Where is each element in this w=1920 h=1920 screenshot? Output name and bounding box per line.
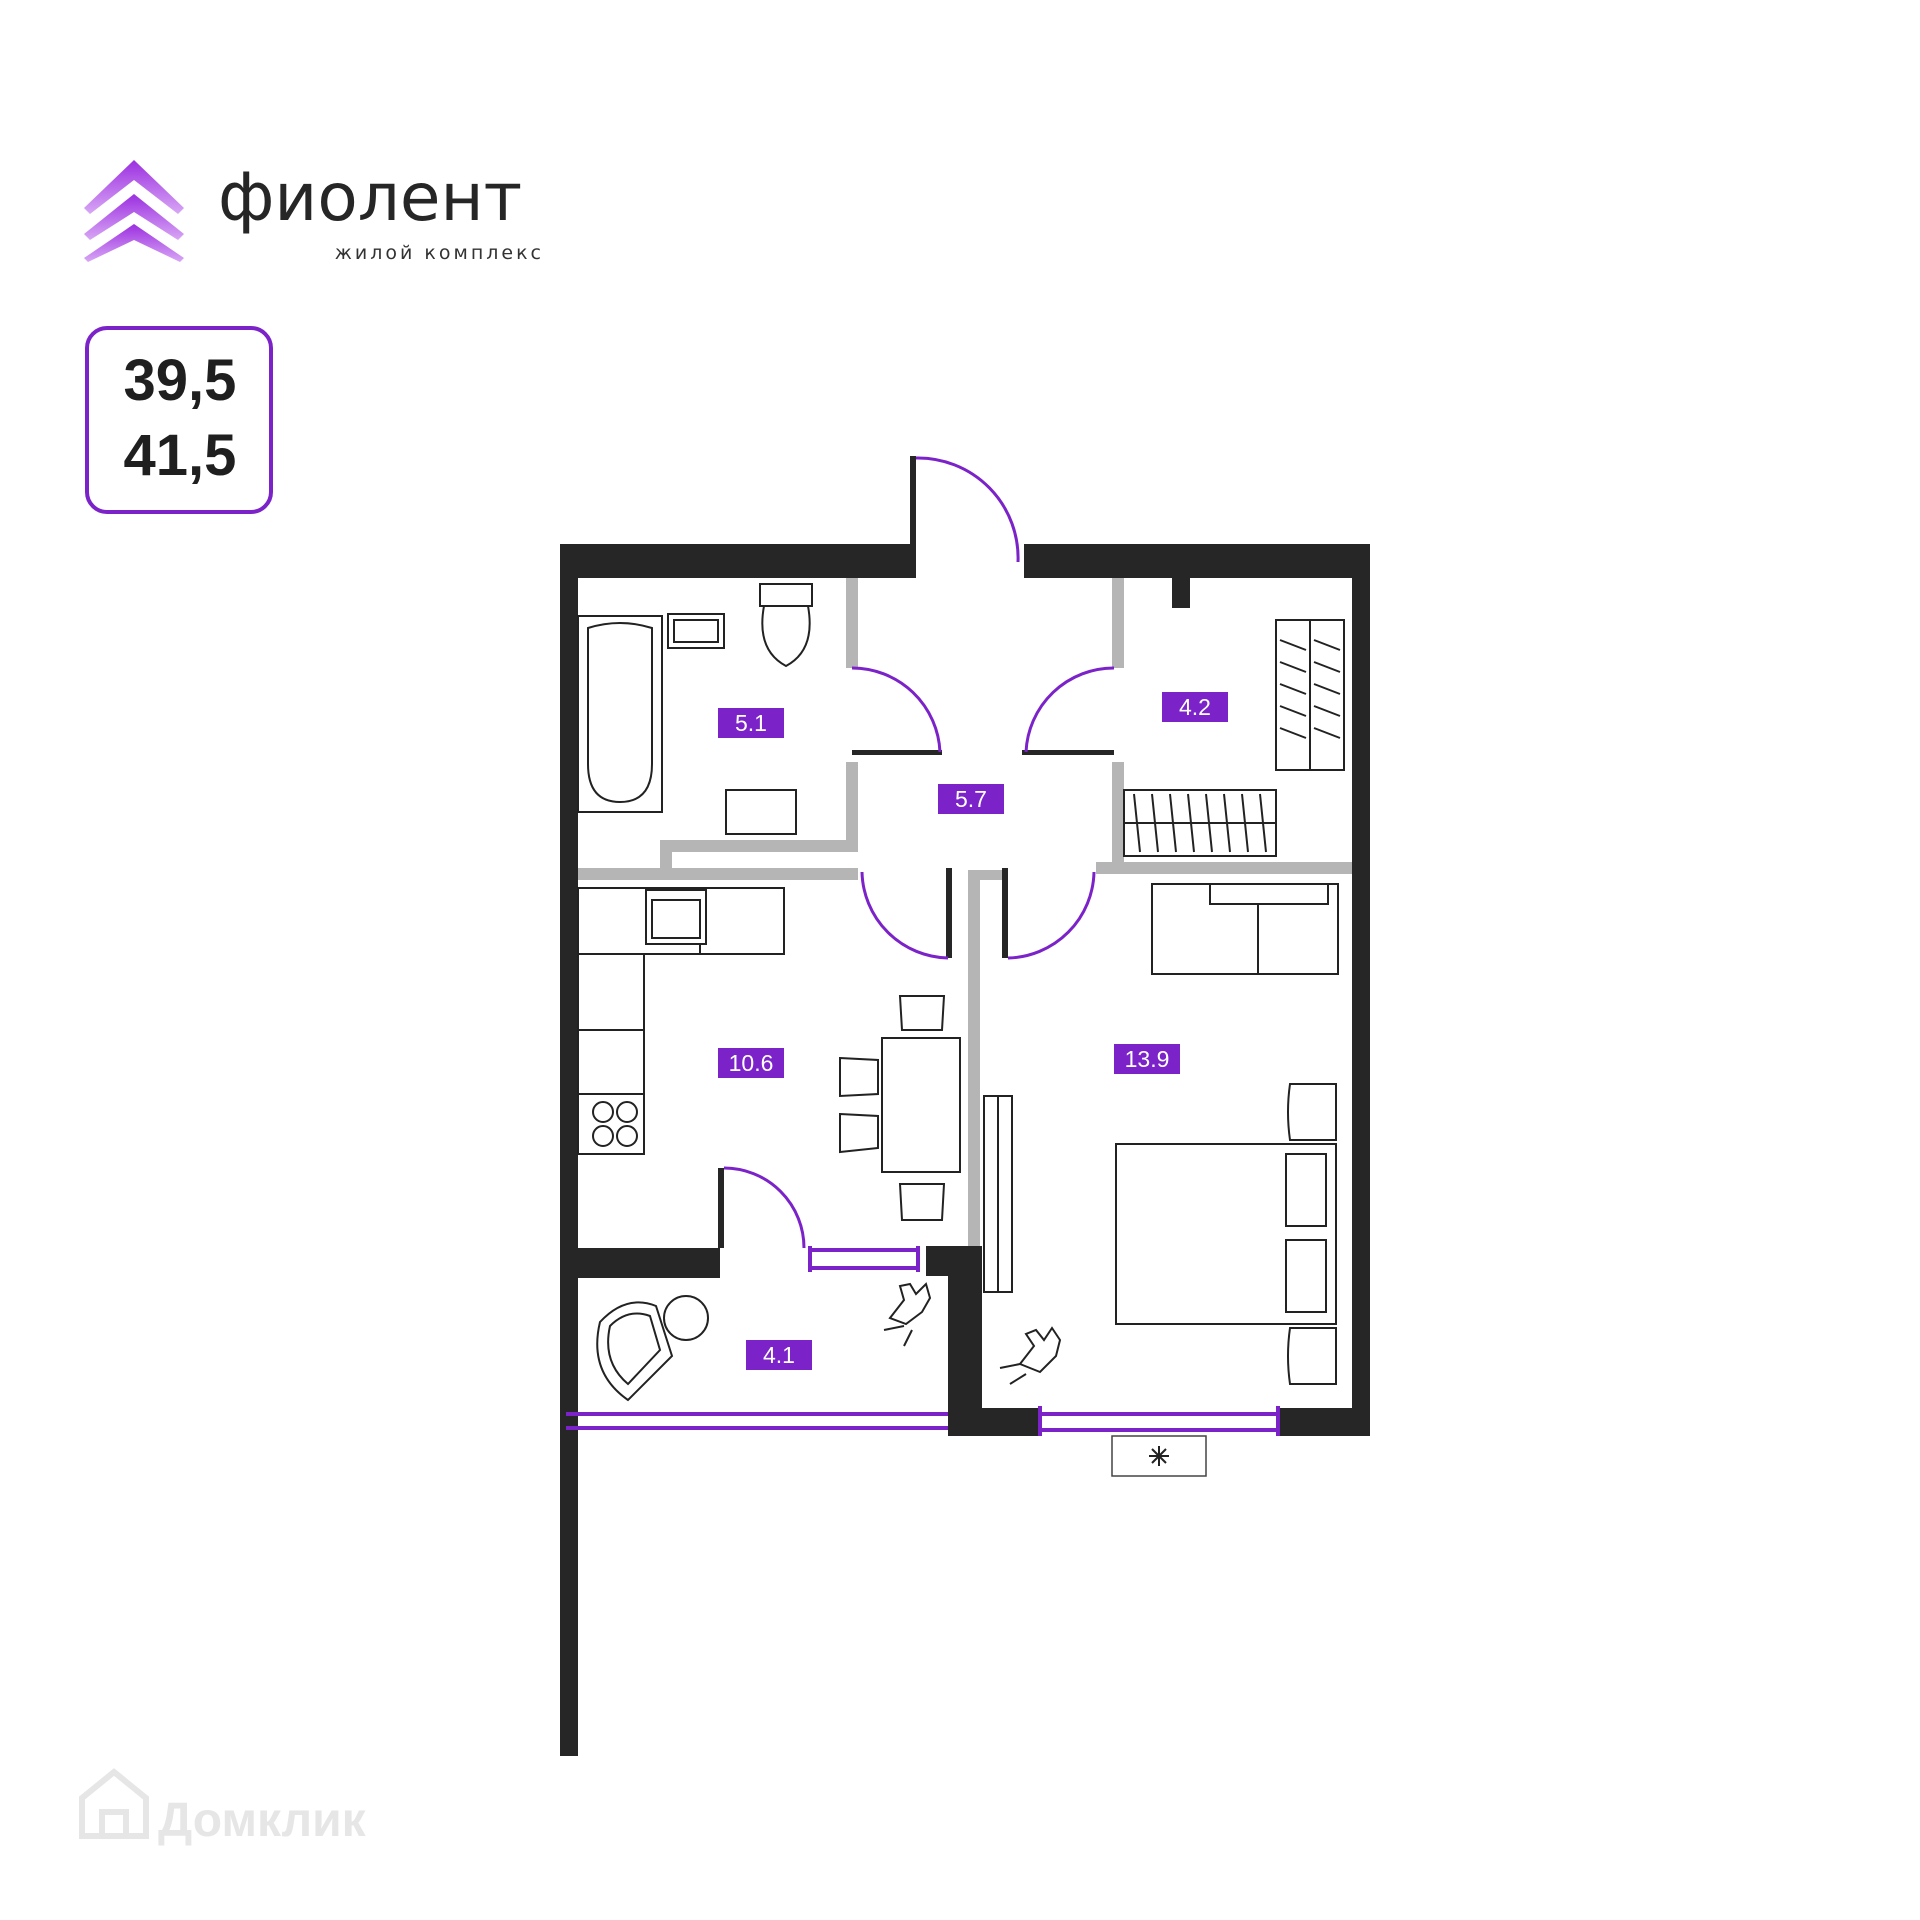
svg-text:5.7: 5.7: [955, 786, 987, 812]
svg-text:5.1: 5.1: [735, 710, 767, 736]
kitchen-sink: [645, 889, 707, 945]
dining-chairs: [839, 995, 946, 1221]
room-label-bathroom: 5.1: [718, 708, 784, 738]
room-label-bedroom: 13.9: [1114, 1044, 1180, 1074]
bathroom-sink: [667, 613, 725, 649]
toilet: [759, 583, 813, 668]
windows: [566, 1246, 1280, 1436]
wardrobe: [983, 1095, 1013, 1293]
side-table: [663, 1295, 709, 1341]
area-total: 39,5: [124, 348, 237, 413]
balcony-plant: [883, 1282, 932, 1347]
cooktop: [577, 1093, 645, 1155]
top-right-window-slot: [1196, 580, 1352, 588]
brand-name: фиолент: [218, 159, 522, 236]
svg-text:10.6: 10.6: [729, 1050, 774, 1076]
room-label-storage: 4.2: [1162, 692, 1228, 722]
balcony-door-window: [808, 1246, 920, 1272]
storage-shelf-horizontal: [1123, 789, 1277, 857]
room-label-hall: 5.7: [938, 784, 1004, 814]
kitchen-door-swing: [860, 871, 949, 960]
svg-text:4.1: 4.1: [763, 1342, 795, 1368]
door-swings: [723, 456, 1115, 1249]
area-badge: 39,5 41,5: [85, 326, 273, 514]
entrance-door-swing: [915, 456, 1020, 563]
furniture: [577, 583, 1345, 1402]
lounge-chair: [596, 1301, 674, 1402]
double-bed: [1115, 1083, 1337, 1385]
room-labels: 5.1 5.7 4.2 10.6 13.9 4.1: [718, 692, 1228, 1370]
bathroom-door-swing: [851, 666, 942, 753]
brand-subtitle: жилой комплекс: [335, 242, 544, 264]
bathtub: [577, 615, 663, 813]
brand-chevrons-icon: [84, 160, 184, 262]
watermark: Домклик: [79, 1768, 367, 1847]
ac-unit: [1111, 1435, 1207, 1477]
area-with-balcony: 41,5: [124, 423, 237, 488]
exterior-walls: [560, 456, 1370, 1756]
brand-logo: фиолент жилой комплекс: [84, 159, 544, 264]
svg-text:13.9: 13.9: [1125, 1046, 1170, 1072]
sofa: [1151, 883, 1339, 975]
watermark-text: Домклик: [158, 1794, 367, 1847]
bedroom-plant: [999, 1326, 1062, 1385]
compass-star-icon: [1149, 1446, 1169, 1466]
dining-table: [881, 1037, 961, 1173]
balcony-door-swing: [723, 1166, 806, 1249]
door-jambs: [718, 750, 1114, 1248]
storage-shelf-vertical: [1275, 619, 1345, 771]
interior-partitions: [578, 578, 1352, 1246]
bedroom-door-swing: [1007, 871, 1096, 960]
house-icon: [79, 1768, 149, 1839]
storage-door-swing: [1024, 666, 1115, 753]
floor-plan: 5.1 5.7 4.2 10.6 13.9 4.1: [560, 456, 1370, 1756]
washing-machine: [725, 789, 797, 835]
svg-text:4.2: 4.2: [1179, 694, 1211, 720]
room-label-kitchen: 10.6: [718, 1048, 784, 1078]
top-left-window-slot: [580, 580, 700, 588]
room-label-balcony: 4.1: [746, 1340, 812, 1370]
bedroom-window: [1038, 1406, 1280, 1436]
balcony-window: [566, 1412, 948, 1430]
